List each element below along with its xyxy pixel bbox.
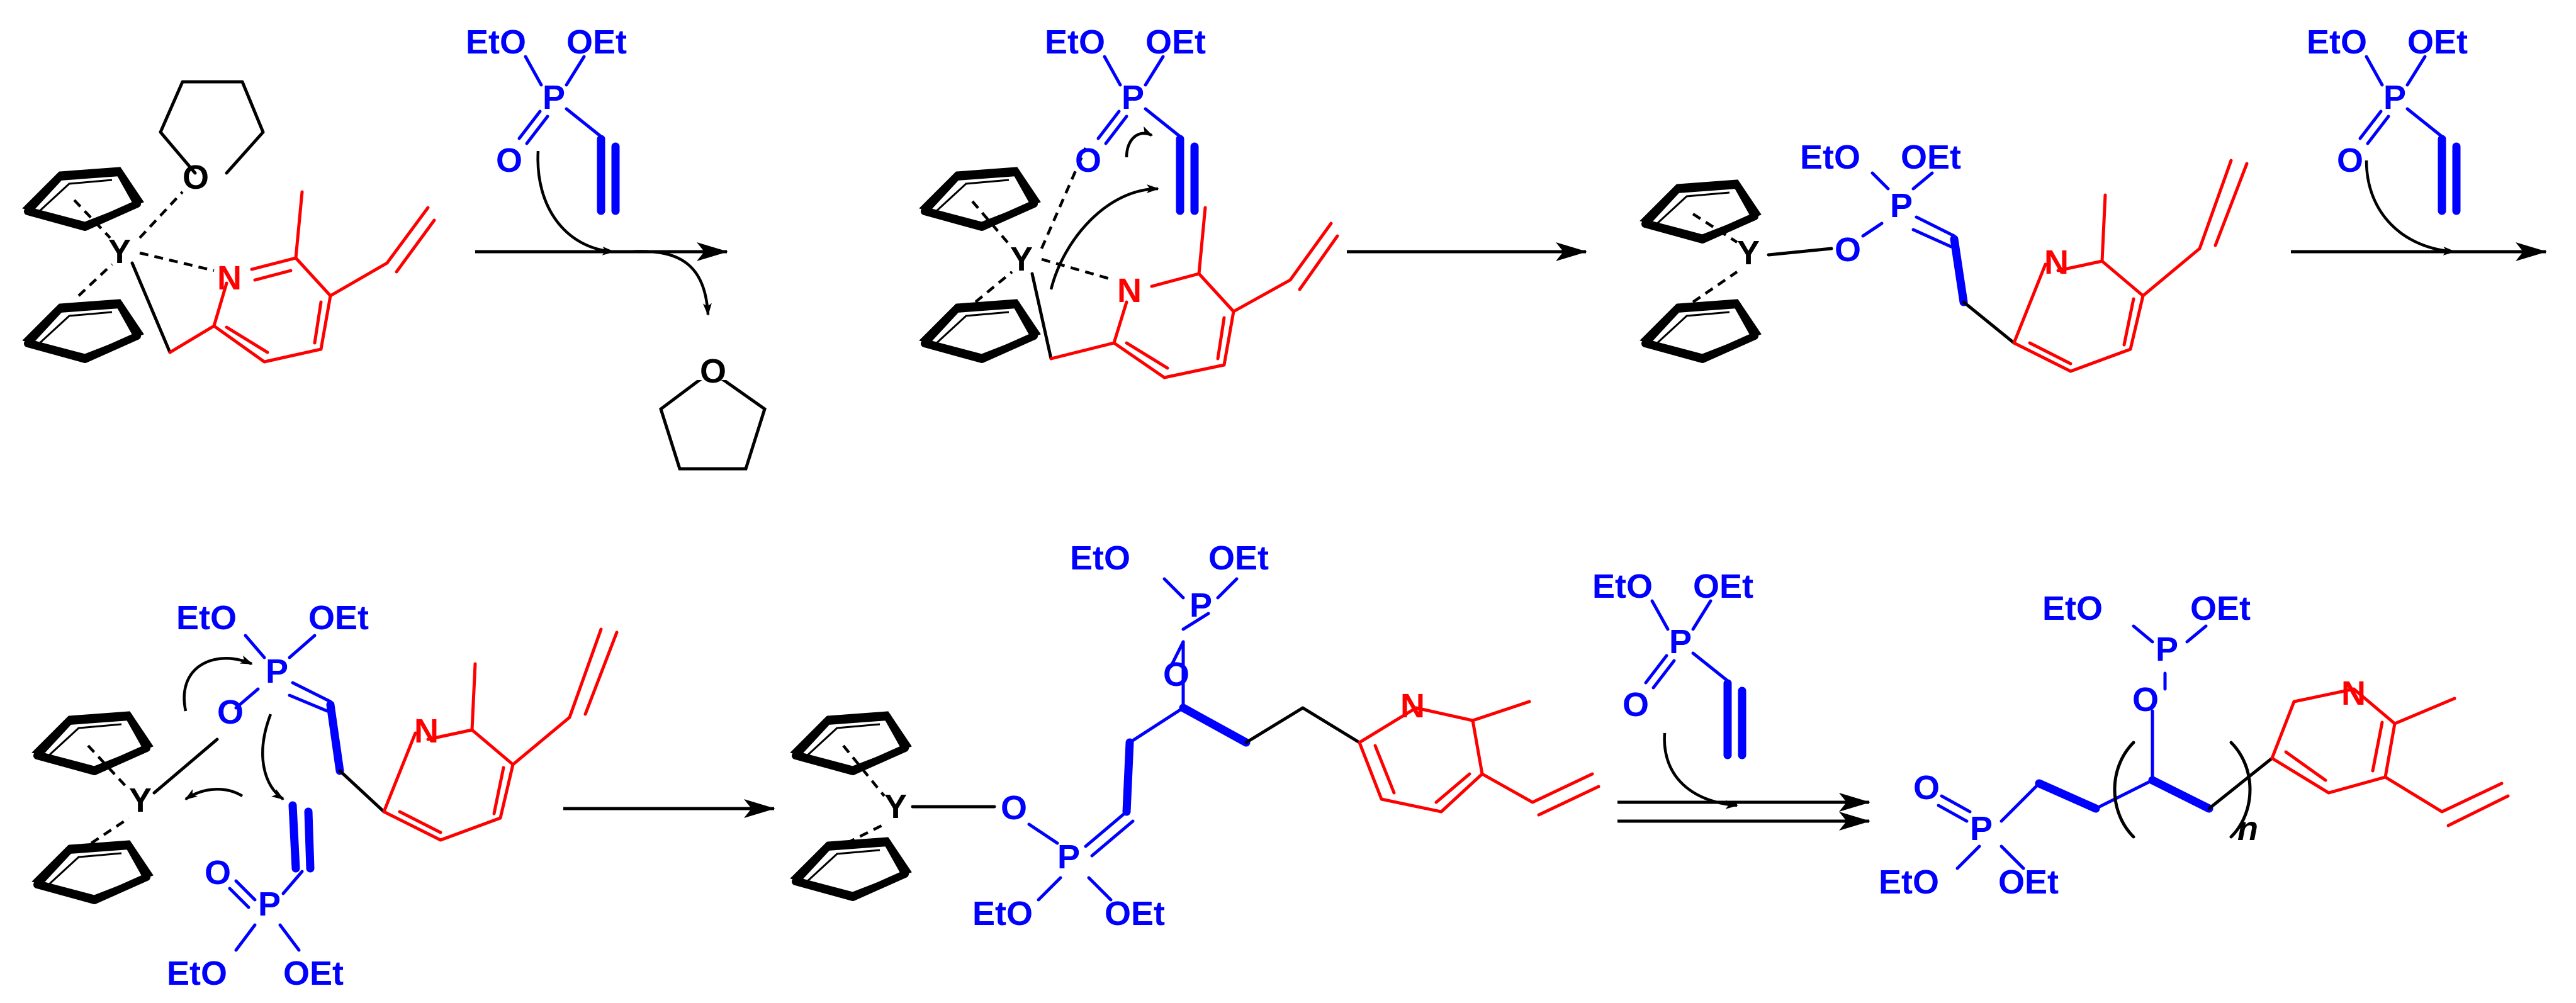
step-arrow-5 — [1617, 732, 1870, 831]
monomer-addition-curve — [2365, 160, 2456, 255]
step-arrow-1 — [475, 150, 728, 316]
phosphorus-label: P — [1057, 838, 1080, 876]
vinylphosphonate-monomer — [1592, 568, 1753, 755]
monomer-coordinated-complex: Y N — [922, 126, 1339, 379]
phosphorus-label: P — [1190, 586, 1212, 624]
ethoxy-label: OEt — [1998, 863, 2059, 901]
ethoxy-label: OEt — [1901, 138, 1961, 176]
phosphorus-label: P — [1970, 810, 1993, 848]
ethoxy-label: EtO — [2042, 590, 2103, 627]
ethoxy-label: OEt — [2190, 590, 2251, 627]
ethoxy-label: EtO — [176, 599, 237, 637]
repeat-unit-subscript: n — [2237, 810, 2258, 848]
oxygen-label: O — [217, 693, 244, 731]
oxygen-label: O — [1913, 769, 1940, 807]
oxygen-label: O — [1835, 231, 1861, 269]
ethoxy-label: OEt — [1208, 539, 1269, 577]
ethoxy-label: OEt — [283, 955, 344, 992]
ethoxy-label: EtO — [1879, 863, 1939, 901]
dimer-enolate: Y O P EtO OEt O P EtO OEt N — [793, 539, 1600, 933]
vinylphosphonate-monomer — [2307, 23, 2468, 211]
phosphorus-label: P — [1890, 187, 1913, 225]
phosphorus-label: P — [258, 885, 281, 923]
yttrium-label: Y — [1737, 234, 1760, 272]
oxygen-label: O — [1001, 789, 1027, 827]
ethoxy-label: EtO — [1070, 539, 1130, 577]
ethoxy-label: OEt — [1105, 895, 1165, 933]
nitrogen-label: N — [1400, 687, 1425, 725]
nitrogen-label: N — [2044, 244, 2069, 281]
yttrium-label: Y — [1010, 240, 1033, 278]
polymer-product: O P EtO OEt n O P EtO OEt N — [1879, 590, 2510, 901]
initiator-complex: Y O N — [25, 80, 436, 364]
ethoxy-label: OEt — [308, 599, 369, 637]
oxygen-label: O — [2132, 681, 2159, 719]
nitrogen-label: N — [2341, 675, 2366, 712]
vinylphosphonate-monomer — [466, 23, 627, 211]
nitrogen-label: N — [414, 712, 439, 750]
thf-released — [661, 347, 765, 469]
phosphorus-label: P — [2156, 630, 2178, 668]
nitrogen-label: N — [1117, 272, 1142, 310]
ethoxy-label: EtO — [1800, 138, 1860, 176]
coordinated-monomer — [1045, 23, 1206, 211]
oxygen-label: O — [1163, 656, 1190, 693]
nitrogen-label: N — [217, 259, 242, 297]
oxygen-label: O — [205, 854, 231, 892]
ethoxy-label: EtO — [972, 895, 1033, 933]
ethoxy-label: EtO — [167, 955, 227, 992]
enolate-intermediate: Y O EtO OEt P N — [1643, 138, 2249, 373]
second-insertion-complex: Y O EtO OEt P P O EtO OEt N — [35, 599, 619, 992]
yttrium-label: Y — [108, 233, 131, 271]
yttrium-label: Y — [129, 782, 152, 819]
oxygen-label: O — [183, 159, 209, 196]
phosphorus-label: P — [266, 653, 288, 690]
yttrium-label: Y — [884, 788, 907, 826]
